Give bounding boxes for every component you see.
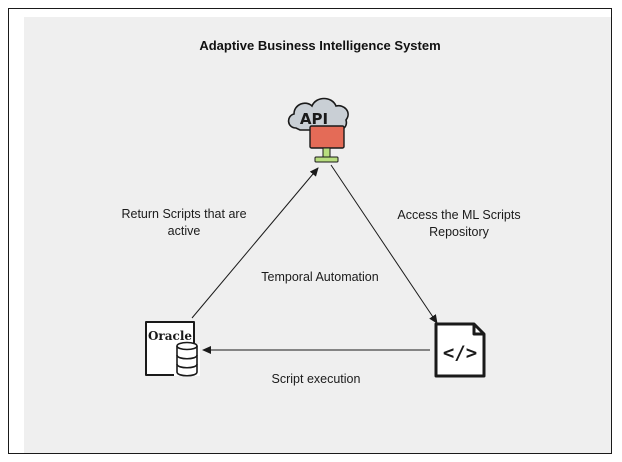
diagram-panel [24, 17, 611, 453]
edge-label-script-execution: Script execution [272, 372, 361, 386]
diagram-title: Adaptive Business Intelligence System [199, 38, 440, 53]
edge-label-return-scripts-line2: active [168, 224, 201, 238]
edge-label-access-repository-line2: Repository [429, 225, 489, 239]
edge-label-return-scripts-line1: Return Scripts that are [121, 207, 246, 221]
oracle-database-icon: Oracle [145, 321, 200, 377]
edge-label-access-repository-line1: Access the ML Scripts [397, 208, 520, 222]
arrow-api-to-code [330, 164, 438, 324]
api-node-label: API [300, 110, 328, 128]
arrow-oracle-to-api [191, 167, 319, 319]
code-file-icon: </> [434, 322, 486, 378]
code-node-label: </> [443, 342, 477, 364]
oracle-node-label: Oracle [148, 329, 192, 343]
center-label-temporal-automation: Temporal Automation [261, 270, 378, 284]
api-cloud-monitor-icon: API [287, 97, 349, 163]
